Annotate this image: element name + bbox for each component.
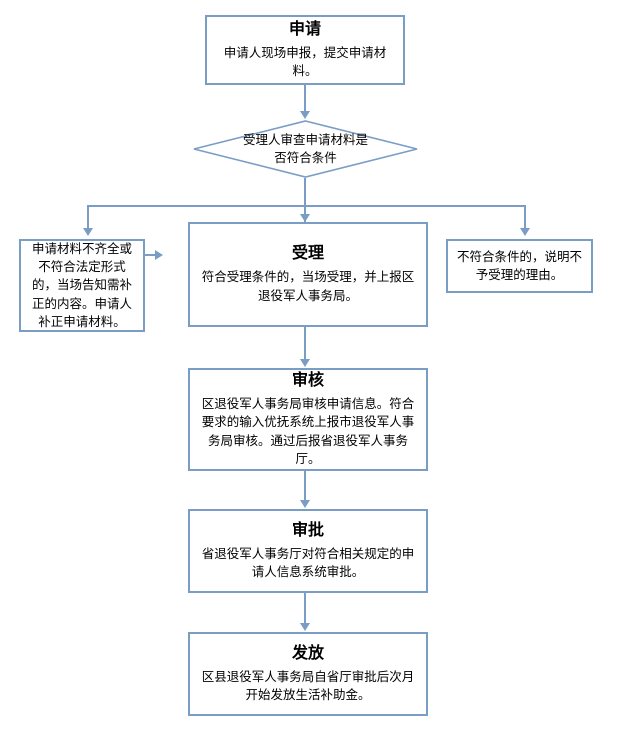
node-apply-title: 申请	[288, 20, 321, 38]
node-review[interactable]: 审核 区退役军人事务局审核申请信息。符合要求的输入优抚系统上报市退役军人事务局审…	[188, 368, 428, 471]
node-approve-body: 省退役军人事务厅对符合相关规定的申请人信息系统审批。	[201, 546, 415, 579]
node-accept-title: 受理	[291, 245, 324, 263]
node-review-body: 区退役军人事务局审核申请信息。符合要求的输入优抚系统上报市退役军人事务局审核。通…	[201, 397, 415, 466]
node-approve-title: 审批	[291, 521, 324, 539]
edge-decision-incomplete-line	[87, 205, 89, 229]
node-incomplete-body: 申请材料不齐全或不符合法定形式的，当场告知需补正的内容。申请人补正申请材料。	[31, 242, 132, 329]
node-issue-body: 区县退役军人事务局自省厅审批后次月开始发放生活补助金。	[201, 669, 415, 702]
edge-accept-review-arrow	[300, 359, 310, 367]
edge-branch-bus	[87, 205, 526, 207]
node-apply-body: 申请人现场申报，提交申请材料。	[223, 45, 387, 78]
edge-decision-reject-arrow	[520, 228, 530, 236]
node-reject[interactable]: 不符合条件的，说明不予受理的理由。	[446, 239, 593, 293]
node-apply[interactable]: 申请 申请人现场申报，提交申请材料。	[205, 15, 405, 85]
node-decision-text: 受理人审查申请材料是否符合条件	[242, 132, 368, 165]
edge-decision-accept-line	[304, 205, 306, 222]
node-reject-body: 不符合条件的，说明不予受理的理由。	[456, 249, 582, 282]
edge-decision-stub	[304, 178, 306, 205]
edge-review-approve-arrow	[300, 500, 310, 508]
node-review-title: 审核	[291, 372, 324, 390]
node-decision-label: 受理人审查申请材料是否符合条件	[193, 120, 418, 178]
edge-review-approve-line	[304, 471, 306, 501]
node-accept-body: 符合受理条件的，当场受理，并上报区退役军人事务局。	[201, 270, 415, 303]
edge-apply-decision-arrow	[300, 111, 310, 119]
edge-approve-issue-line	[304, 593, 306, 624]
edge-incomplete-accept-line	[145, 254, 156, 256]
edge-decision-incomplete-arrow	[83, 228, 93, 236]
node-approve[interactable]: 审批 省退役军人事务厅对符合相关规定的申请人信息系统审批。	[188, 509, 428, 593]
node-decision[interactable]: 受理人审查申请材料是否符合条件	[193, 120, 418, 178]
edge-accept-review-line	[304, 327, 306, 360]
decision-diamond-shape	[193, 120, 418, 178]
node-issue-title: 发放	[291, 644, 324, 662]
edge-decision-reject-line	[524, 205, 526, 229]
node-issue[interactable]: 发放 区县退役军人事务局自省厅审批后次月开始发放生活补助金。	[188, 632, 428, 716]
edge-decision-accept-arrow	[300, 214, 310, 222]
node-accept[interactable]: 受理 符合受理条件的，当场受理，并上报区退役军人事务局。	[188, 222, 428, 327]
edge-apply-decision-line	[304, 85, 306, 112]
edge-approve-issue-arrow	[300, 623, 310, 631]
edge-incomplete-accept-arrow	[155, 250, 163, 260]
node-incomplete[interactable]: 申请材料不齐全或不符合法定形式的，当场告知需补正的内容。申请人补正申请材料。	[19, 239, 145, 332]
